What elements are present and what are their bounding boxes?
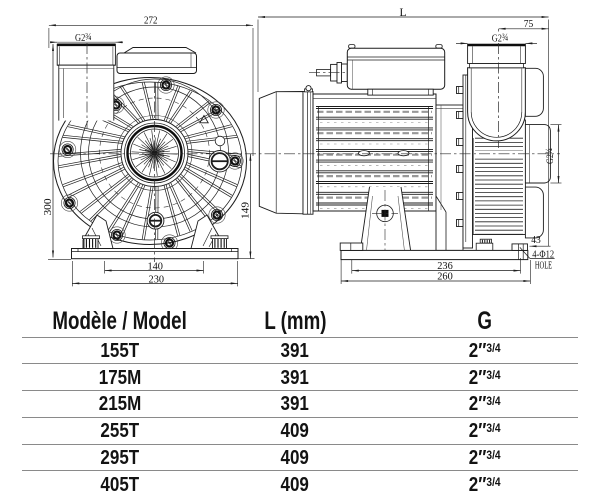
svg-text:G2¾: G2¾ — [75, 32, 92, 44]
svg-text:272: 272 — [144, 15, 158, 26]
svg-text:236: 236 — [437, 261, 453, 272]
svg-text:230: 230 — [149, 275, 165, 286]
svg-text:HOLE: HOLE — [535, 260, 552, 271]
svg-text:43: 43 — [531, 235, 541, 246]
svg-text:L: L — [399, 7, 406, 19]
svg-text:140: 140 — [147, 261, 163, 272]
svg-text:G2¾: G2¾ — [545, 148, 556, 164]
svg-text:260: 260 — [437, 271, 453, 282]
svg-text:300: 300 — [43, 199, 54, 216]
svg-text:G2¾: G2¾ — [492, 32, 509, 44]
svg-text:149: 149 — [240, 202, 251, 219]
svg-text:4-Φ12: 4-Φ12 — [532, 249, 554, 260]
svg-text:75: 75 — [524, 19, 534, 30]
